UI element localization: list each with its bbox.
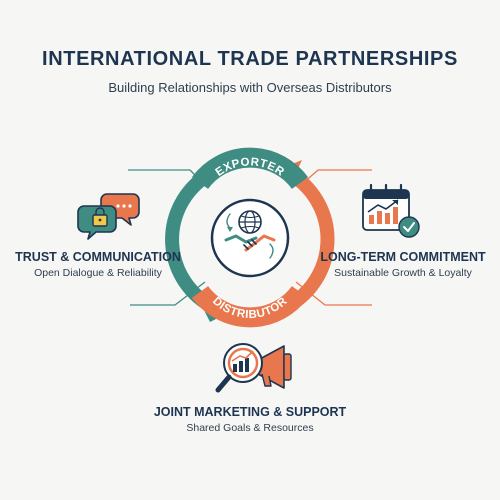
commitment-subtitle: Sustainable Growth & Loyalty (334, 267, 472, 279)
marketing-title: JOINT MARKETING & SUPPORT (153, 405, 347, 419)
chat-lock-icon (77, 193, 140, 240)
trust-subtitle: Open Dialogue & Reliability (34, 267, 162, 279)
megaphone-chart-icon (215, 343, 292, 393)
calendar-growth-icon (362, 183, 420, 238)
handshake-globe-icon (224, 210, 276, 259)
page-title: INTERNATIONAL TRADE PARTNERSHIPS (42, 48, 458, 70)
center-circle (210, 198, 290, 278)
cycle-ring: EXPORTER DISTRIBUTOR (165, 147, 335, 328)
trust-title: TRUST & COMMUNICATION (15, 250, 181, 264)
commitment-title: LONG-TERM COMMITMENT (320, 250, 486, 264)
page-subtitle: Building Relationships with Overseas Dis… (108, 80, 392, 95)
marketing-subtitle: Shared Goals & Resources (186, 422, 314, 434)
